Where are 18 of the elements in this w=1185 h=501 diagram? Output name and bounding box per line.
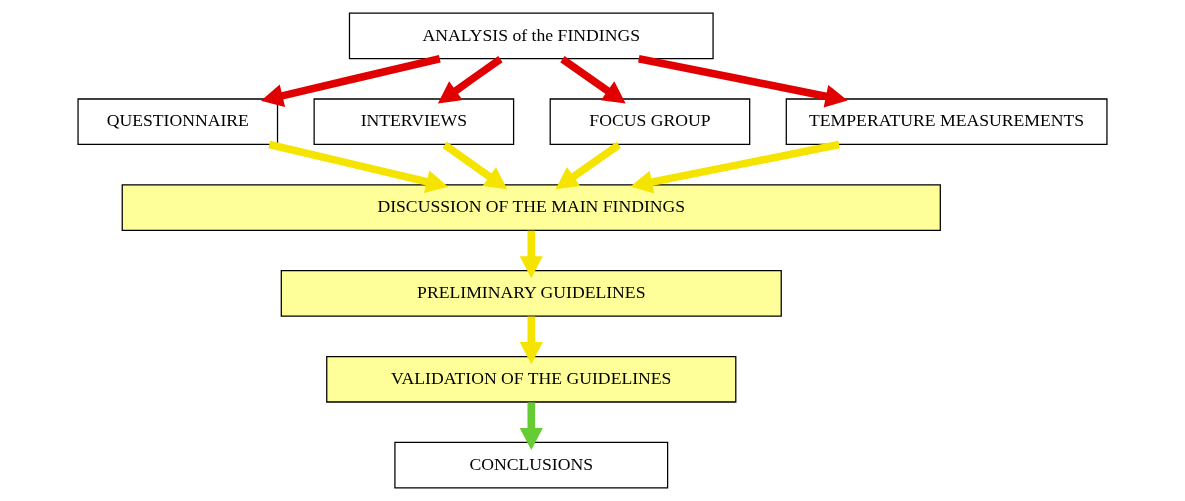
- arrow: [519, 402, 543, 450]
- node-box: DISCUSSION OF THE MAIN FINDINGS: [121, 184, 941, 231]
- arrow: [437, 55, 503, 104]
- arrow: [519, 230, 543, 279]
- arrow: [638, 55, 848, 108]
- node-box: ANALYSIS of the FINDINGS: [348, 12, 714, 60]
- node-box: VALIDATION OF THE GUIDELINES: [326, 355, 737, 403]
- arrow: [630, 140, 840, 194]
- node-box: INTERVIEWS: [313, 98, 515, 146]
- arrow: [260, 55, 441, 108]
- arrow: [268, 140, 449, 193]
- node-box: CONCLUSIONS: [394, 441, 669, 489]
- node-box: QUESTIONNAIRE: [77, 98, 279, 146]
- arrow: [519, 316, 543, 365]
- node-box: FOCUS GROUP: [549, 98, 751, 146]
- arrow: [560, 55, 626, 104]
- node-box: TEMPERATURE MEASUREMENTS: [785, 98, 1108, 146]
- node-box: PRELIMINARY GUIDELINES: [280, 270, 782, 317]
